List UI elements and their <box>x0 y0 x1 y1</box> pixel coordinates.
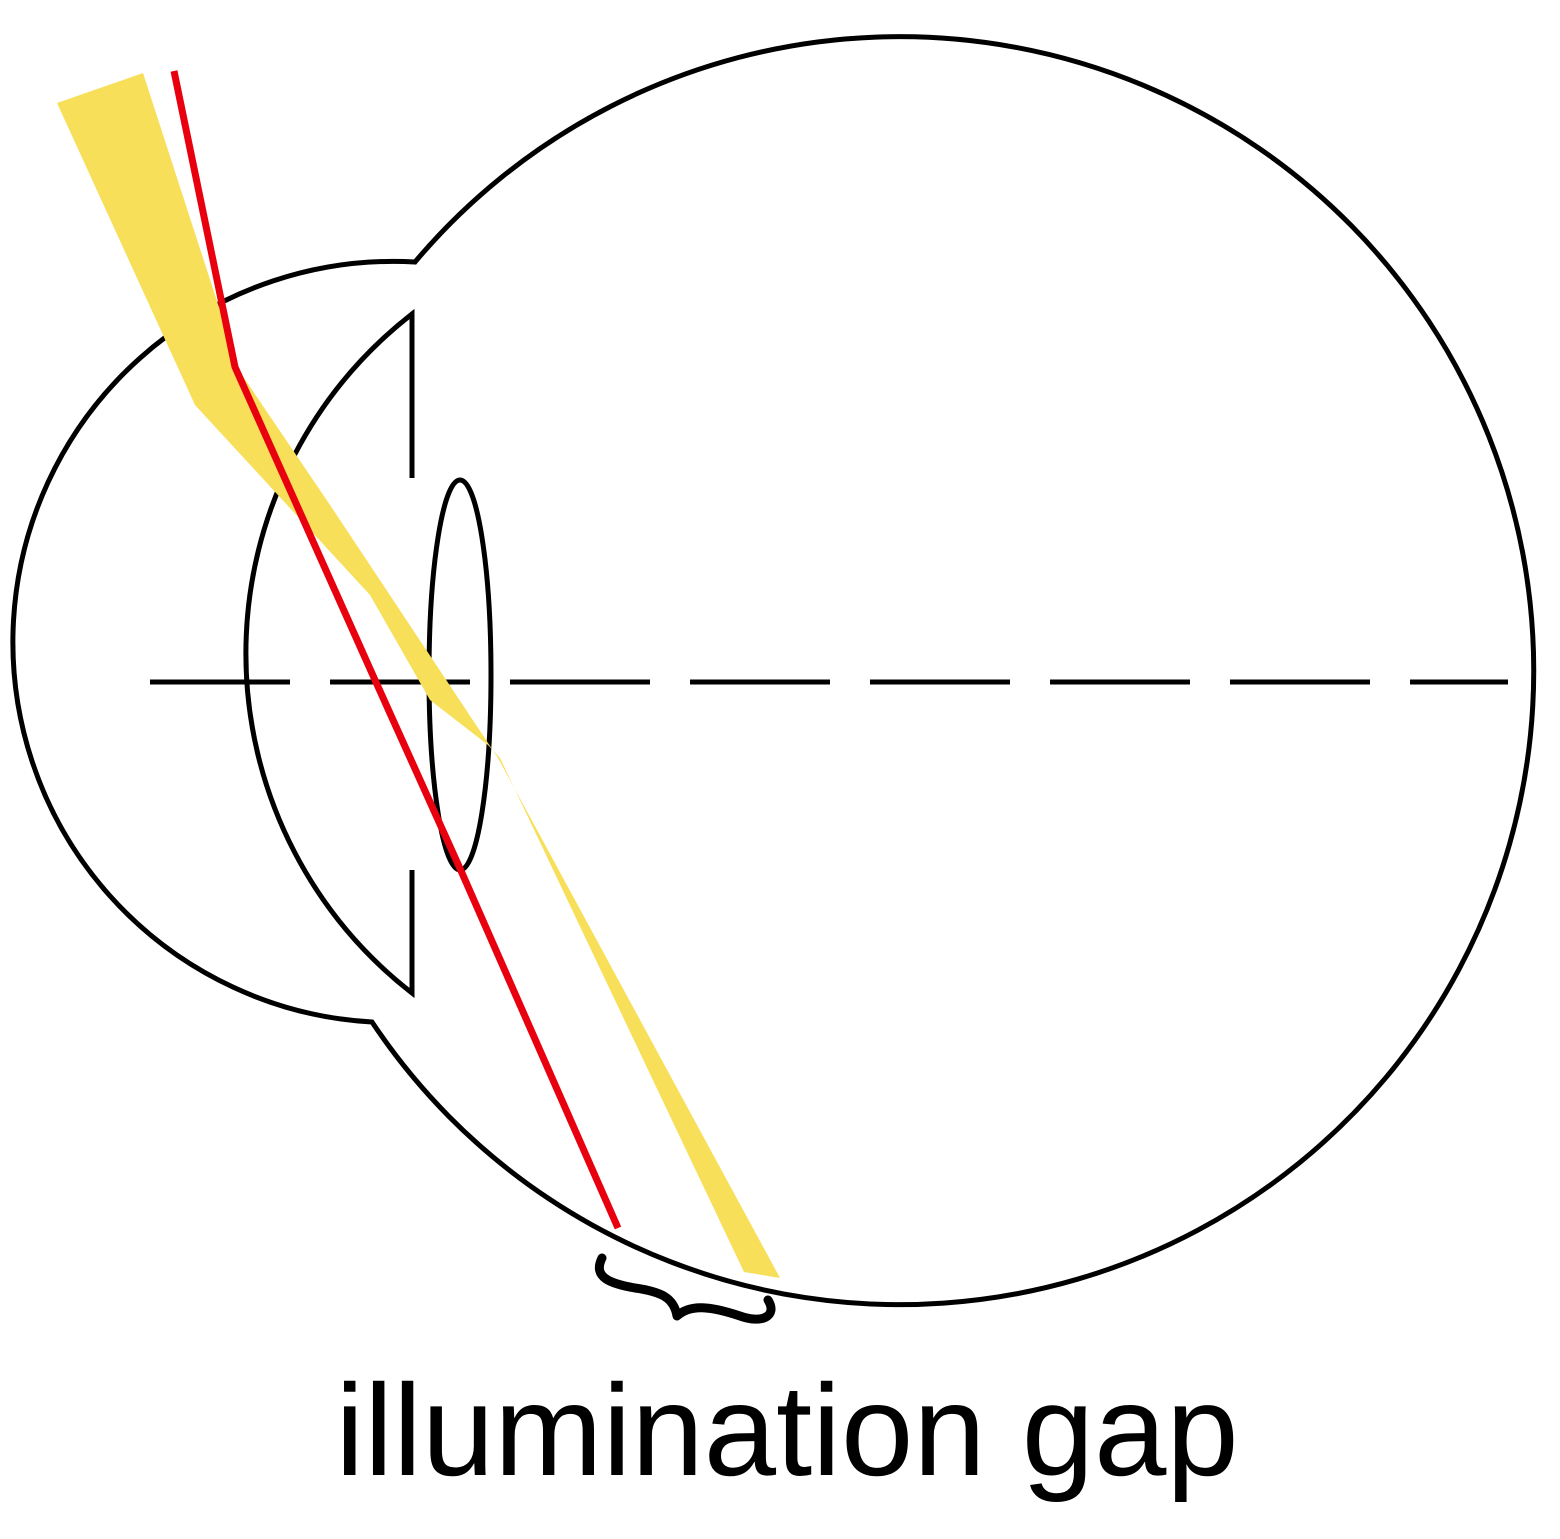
gap-brace <box>594 1253 776 1324</box>
eyeball-outline <box>10 34 1537 1308</box>
illumination-gap-label: illumination gap <box>335 1357 1238 1503</box>
observation-ray <box>170 70 622 1230</box>
iris-outline <box>243 308 415 999</box>
illumination-beam <box>57 73 780 1278</box>
